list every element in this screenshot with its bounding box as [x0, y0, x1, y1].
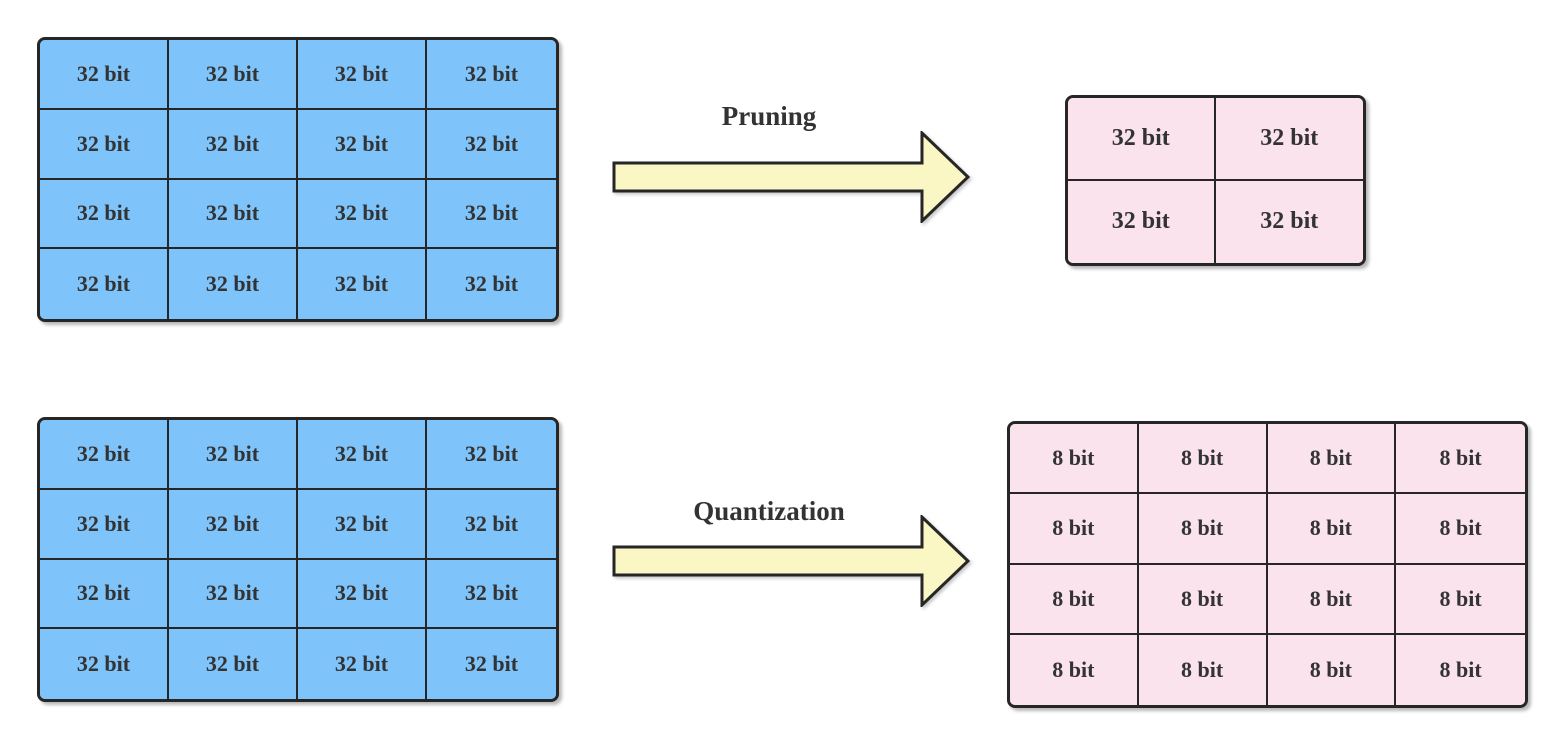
- grid-cell: 32 bit: [169, 559, 298, 630]
- grid-cell: 8 bit: [1396, 494, 1525, 565]
- grid-cell: 32 bit: [427, 249, 556, 319]
- grid-cell: 32 bit: [298, 559, 427, 630]
- quantization-right-arrow-icon: [612, 515, 970, 607]
- grid-cell: 8 bit: [1010, 634, 1139, 705]
- pruning-right-arrow-icon: [612, 131, 970, 223]
- grid-cell: 32 bit: [298, 420, 427, 490]
- grid-cell: 32 bit: [169, 40, 298, 110]
- pruning-label: Pruning: [721, 101, 817, 131]
- grid-cell: 32 bit: [40, 40, 169, 110]
- grid-cell: 8 bit: [1138, 424, 1268, 495]
- grid-cell: 8 bit: [1267, 424, 1397, 495]
- grid-cell: 32 bit: [40, 420, 169, 490]
- grid-cell: 32 bit: [40, 489, 169, 560]
- grid-cell: 8 bit: [1267, 634, 1397, 705]
- grid-cell: 32 bit: [298, 629, 427, 699]
- grid-cell: 8 bit: [1396, 564, 1525, 635]
- grid-cell: 32 bit: [427, 40, 556, 110]
- grid-cell: 32 bit: [298, 179, 427, 250]
- grid-cell: 32 bit: [298, 249, 427, 319]
- grid-cell: 32 bit: [427, 489, 556, 560]
- grid-cell: 32 bit: [1068, 98, 1216, 181]
- grid-cell: 8 bit: [1010, 564, 1139, 635]
- grid-cell: 32 bit: [427, 559, 556, 630]
- grid-cell: 32 bit: [169, 109, 298, 180]
- grid-cell: 8 bit: [1138, 494, 1268, 565]
- grid-cell: 32 bit: [427, 420, 556, 490]
- grid-cell: 32 bit: [1068, 180, 1216, 263]
- grid-cell: 32 bit: [169, 420, 298, 490]
- grid-cell: 32 bit: [40, 559, 169, 630]
- grid-cell: 8 bit: [1267, 564, 1397, 635]
- grid-cell: 8 bit: [1010, 494, 1139, 565]
- grid-cell: 32 bit: [169, 179, 298, 250]
- grid-cell: 32 bit: [40, 249, 169, 319]
- grid-cell: 32 bit: [169, 629, 298, 699]
- grid-cell: 32 bit: [427, 629, 556, 699]
- quantization-label: Quantization: [693, 496, 845, 526]
- grid-cell: 32 bit: [298, 109, 427, 180]
- grid-cell: 32 bit: [298, 489, 427, 560]
- grid-cell: 32 bit: [1215, 98, 1363, 181]
- grid-cell: 32 bit: [427, 179, 556, 250]
- grid-cell: 32 bit: [40, 629, 169, 699]
- grid-cell: 32 bit: [40, 109, 169, 180]
- grid-cell: 32 bit: [169, 489, 298, 560]
- grid-cell: 8 bit: [1138, 564, 1268, 635]
- grid-cell: 8 bit: [1396, 634, 1525, 705]
- grid-cell: 32 bit: [169, 249, 298, 319]
- grid-cell: 32 bit: [40, 179, 169, 250]
- grid-cell: 32 bit: [427, 109, 556, 180]
- grid-cell: 8 bit: [1267, 494, 1397, 565]
- grid-cell: 8 bit: [1396, 424, 1525, 495]
- grid-cell: 8 bit: [1138, 634, 1268, 705]
- grid-cell: 8 bit: [1010, 424, 1139, 495]
- grid-cell: 32 bit: [1215, 180, 1363, 263]
- grid-cell: 32 bit: [298, 40, 427, 110]
